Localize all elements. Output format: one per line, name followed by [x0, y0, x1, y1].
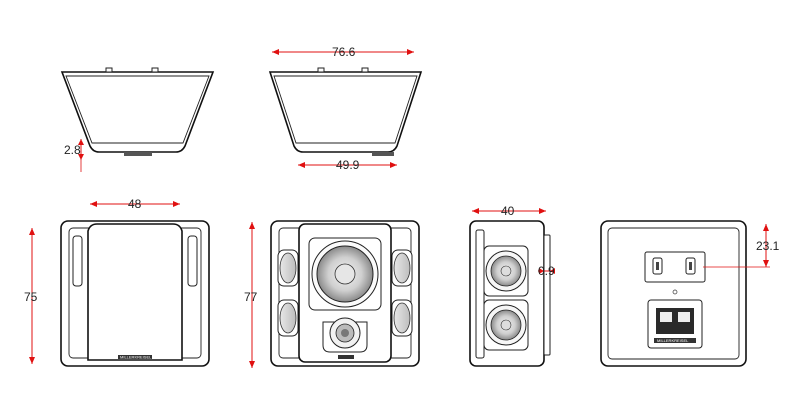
dim-front-width: 48	[90, 197, 180, 211]
dim-label-grille-off-height: 77	[244, 290, 258, 304]
dim-label-side-depth: 40	[501, 204, 515, 218]
dim-base-thickness: 2.8	[64, 139, 84, 172]
dim-side-small: 0.9	[538, 264, 555, 278]
dim-label-front-width: 48	[128, 197, 142, 211]
dim-top-width: 76.6	[272, 45, 414, 59]
dim-label-bottom-width: 49.9	[336, 158, 360, 172]
dim-label-side-small: 0.9	[538, 264, 555, 278]
dim-label-back-mount: 23.1	[756, 239, 780, 253]
dim-front-height: 75	[24, 228, 38, 364]
front-logo-label: MILLERKREISEL	[120, 355, 152, 360]
back-logo-label: MILLERKREISEL	[657, 338, 689, 343]
dim-label-base-thickness: 2.8	[64, 143, 81, 157]
side-view	[469, 220, 551, 367]
top-view-right	[268, 67, 423, 156]
dim-side-depth: 40	[472, 204, 546, 218]
top-view-left	[60, 67, 215, 156]
dim-label-front-height: 75	[24, 290, 38, 304]
dim-back-mount: 23.1	[703, 224, 780, 268]
front-view-drivers	[270, 220, 420, 367]
dim-bottom-width: 49.9	[298, 158, 397, 172]
dim-label-top-width: 76.6	[332, 45, 356, 59]
back-view: MILLERKREISEL	[600, 220, 747, 367]
front-view-grille: MILLERKREISEL	[60, 220, 210, 367]
dim-grille-off-height: 77	[244, 222, 258, 368]
